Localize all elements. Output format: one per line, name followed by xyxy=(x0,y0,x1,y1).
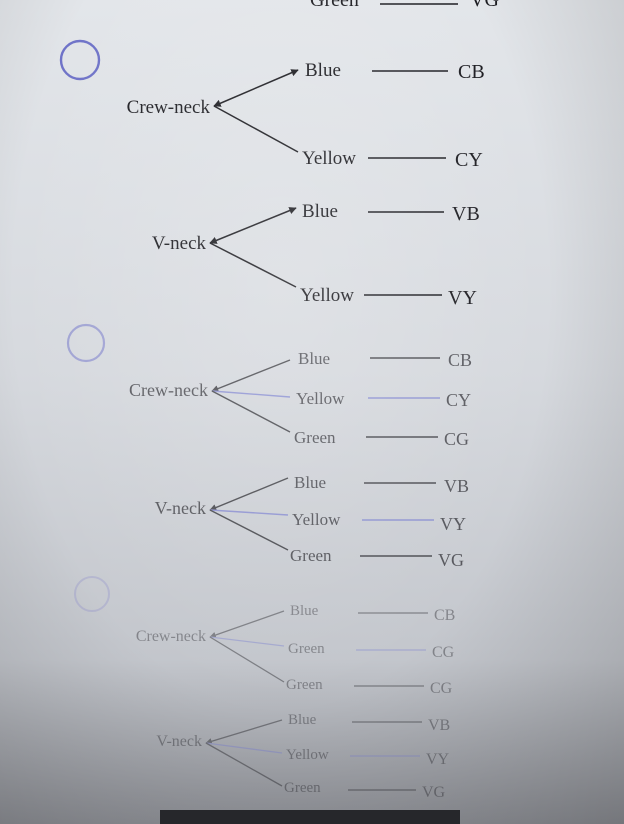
outcome-label: VY xyxy=(448,287,477,309)
branch-label: Yellow xyxy=(292,510,341,529)
outcome-label: CB xyxy=(434,607,455,624)
tree-branch-line xyxy=(209,509,289,551)
top-partial-outcome: VG xyxy=(470,0,499,11)
option-b[interactable]: Crew-neck Blue CB Yellow CY Green CG V-n… xyxy=(66,323,472,570)
tree-branch-line xyxy=(213,69,299,107)
outcome-label: VB xyxy=(428,717,450,734)
tree-root-label: Crew-neck xyxy=(129,380,208,400)
tree-branch-line xyxy=(211,359,291,392)
outcome-label: CG xyxy=(432,644,455,661)
branch-label: Yellow xyxy=(300,285,354,306)
outcome-label: CG xyxy=(430,680,453,697)
top-partial-label: Green xyxy=(310,0,359,11)
tree-v-neck: V-neck Blue VB Yellow VY xyxy=(152,201,480,309)
branch-label: Blue xyxy=(294,473,326,492)
branch-label: Yellow xyxy=(302,148,356,169)
tree-crew-neck: Crew-neck Blue CB Green CG Green CG xyxy=(136,603,456,697)
top-partial-row: Green VG xyxy=(310,0,499,11)
branch-label: Blue xyxy=(298,349,330,368)
branch-label: Yellow xyxy=(296,389,345,408)
outcome-label: CY xyxy=(455,149,483,171)
branch-label: Blue xyxy=(305,60,341,81)
tree-branch-line xyxy=(209,610,285,639)
option-a[interactable]: Crew-neck Blue CB Yellow CY V-neck Blue … xyxy=(59,39,485,309)
outcome-label: VB xyxy=(444,476,469,496)
outcome-label: VY xyxy=(440,514,466,534)
branch-label: Green xyxy=(284,780,321,796)
outcome-label: CG xyxy=(444,429,469,449)
tree-root-label: V-neck xyxy=(155,498,206,518)
option-c[interactable]: Crew-neck Blue CB Green CG Green CG V-ne… xyxy=(74,576,456,801)
branch-label: Green xyxy=(294,428,336,447)
outcome-label: CY xyxy=(446,390,471,410)
branch-label: Yellow xyxy=(286,747,329,763)
tree-v-neck: V-neck Blue VB Yellow VY Green VG xyxy=(156,712,450,801)
tree-branch-line xyxy=(209,477,289,511)
tree-root-label: Crew-neck xyxy=(127,97,211,118)
tree-branch-line xyxy=(209,636,285,683)
tree-root-label: Crew-neck xyxy=(136,628,206,645)
branch-label: Blue xyxy=(290,603,319,619)
branch-label: Blue xyxy=(302,201,338,222)
tree-crew-neck: Crew-neck Blue CB Yellow CY xyxy=(127,60,485,171)
tree-branch-line xyxy=(205,742,283,787)
bottom-dark-bar xyxy=(160,810,460,824)
option-c-radio[interactable] xyxy=(74,576,110,612)
tree-v-neck: V-neck Blue VB Yellow VY Green VG xyxy=(155,473,469,570)
branch-label: Green xyxy=(286,677,323,693)
option-a-radio[interactable] xyxy=(59,39,101,81)
tree-root-label: V-neck xyxy=(156,733,202,750)
tree-branch-line xyxy=(213,105,299,153)
branch-label: Blue xyxy=(288,712,317,728)
outcome-label: VG xyxy=(438,550,464,570)
tree-crew-neck: Crew-neck Blue CB Yellow CY Green CG xyxy=(129,349,472,449)
option-b-radio[interactable] xyxy=(66,323,106,363)
outcome-label: VG xyxy=(422,784,446,801)
tree-branch-line xyxy=(209,509,289,516)
tree-branch-line xyxy=(205,719,283,745)
tree-branch-line xyxy=(209,636,285,647)
outcome-label: CB xyxy=(458,61,485,83)
tree-branch-line xyxy=(211,390,291,433)
branch-label: Green xyxy=(290,546,332,565)
tree-branch-line xyxy=(209,242,297,288)
outcome-label: VY xyxy=(426,751,450,768)
tree-branch-line xyxy=(205,742,283,754)
outcome-label: VB xyxy=(452,203,480,225)
tree-branch-line xyxy=(209,207,297,244)
tree-branch-line xyxy=(211,390,291,398)
tree-root-label: V-neck xyxy=(152,233,207,254)
branch-label: Green xyxy=(288,641,325,657)
outcome-label: CB xyxy=(448,350,472,370)
